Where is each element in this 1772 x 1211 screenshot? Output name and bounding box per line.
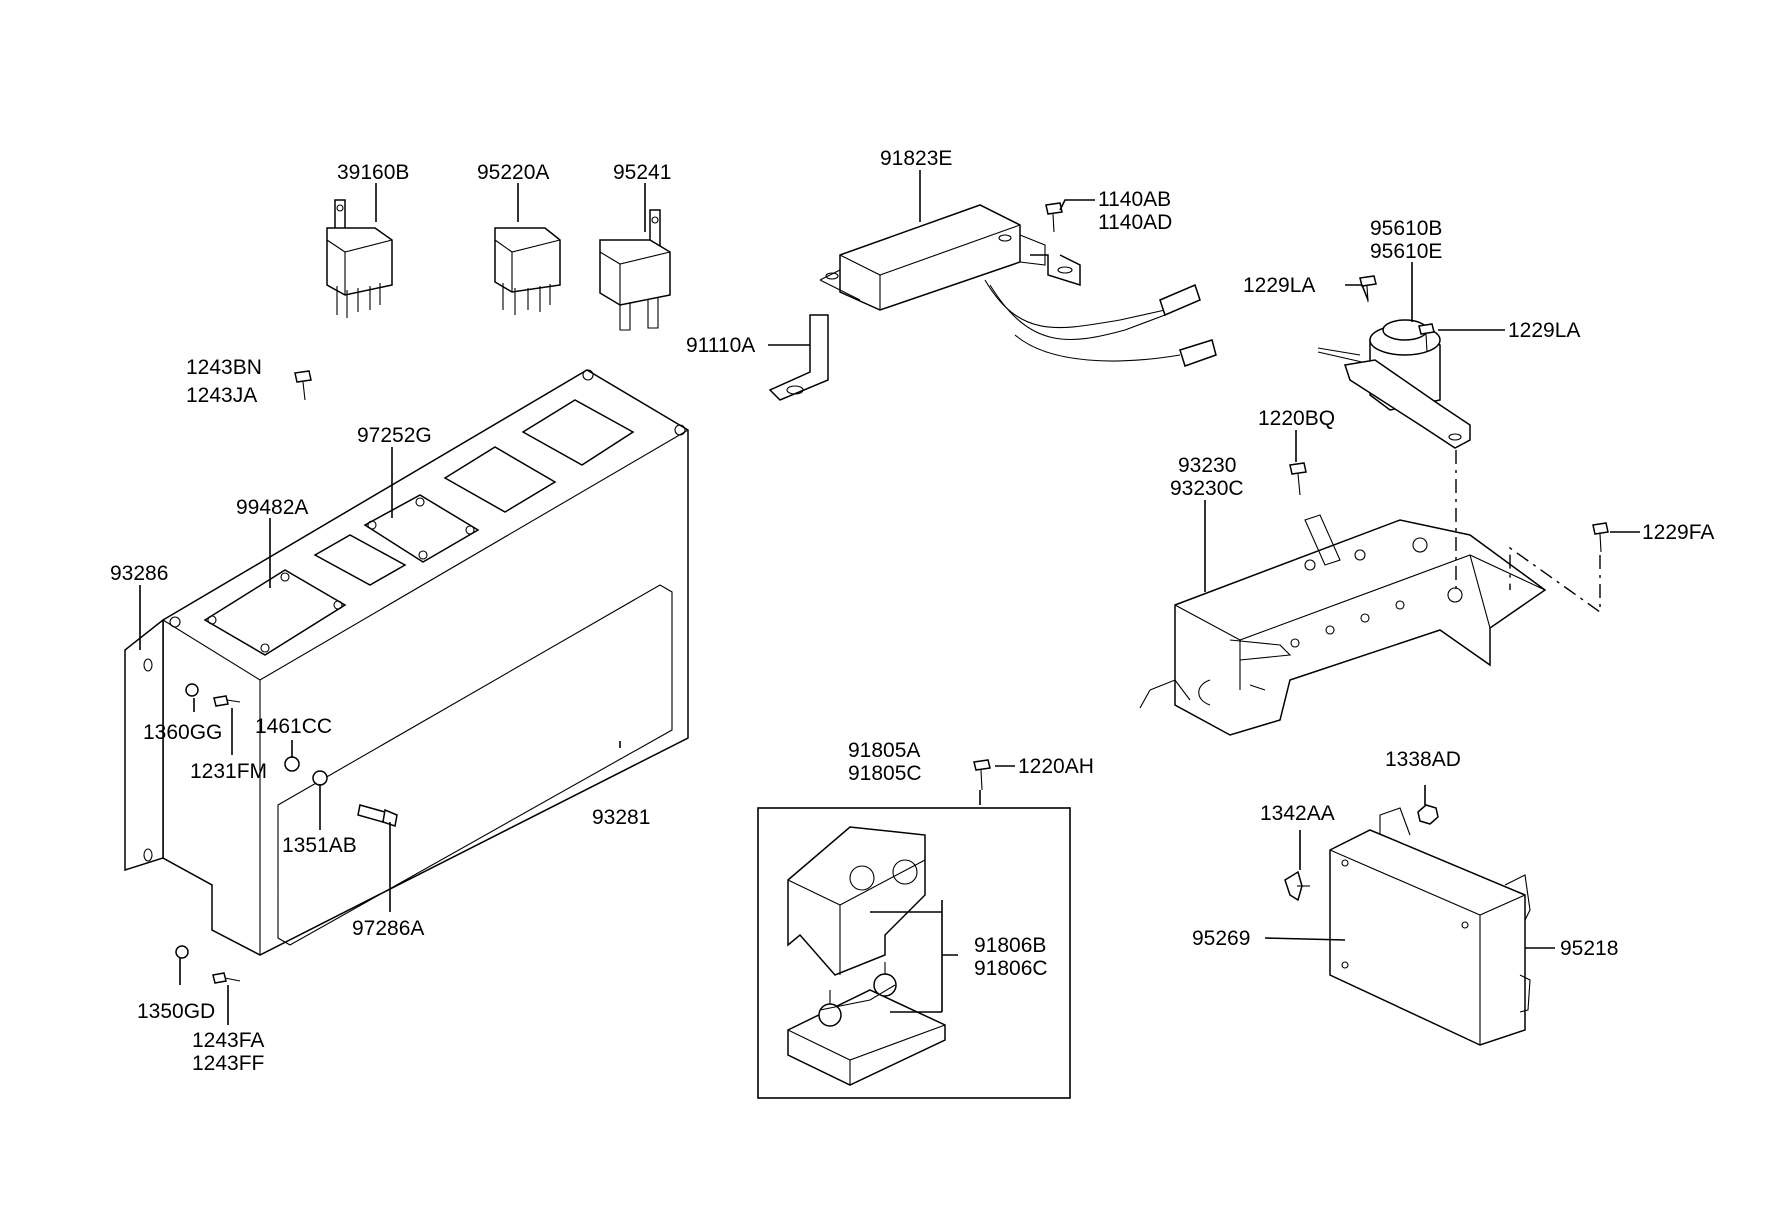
relay-95220A[interactable] [494, 227, 561, 315]
label-95610E: 95610E [1370, 240, 1442, 263]
nut-1338AD[interactable] [1417, 804, 1439, 825]
fuse-base-91806C[interactable] [787, 962, 946, 1086]
cover-small-3[interactable] [521, 399, 635, 466]
bracket-91110A[interactable] [768, 254, 1081, 401]
label-1140AB: 1140AB [1098, 188, 1171, 211]
washer-1351AB[interactable] [312, 770, 328, 786]
label-93230C: 93230C [1170, 477, 1244, 500]
label-97286A: 97286A [352, 917, 424, 940]
box-93281[interactable] [124, 369, 689, 956]
label-39160B: 39160B [337, 161, 409, 184]
screw-1229FA[interactable] [1592, 522, 1609, 553]
label-1243BN: 1243BN [186, 356, 262, 379]
label-95241: 95241 [613, 161, 671, 184]
relay-95241[interactable] [599, 209, 671, 331]
screw-1229LA-left[interactable] [1359, 275, 1377, 303]
screw-1243FA[interactable] [212, 972, 241, 984]
label-1351AB: 1351AB [282, 834, 357, 857]
label-91805A: 91805A [848, 739, 920, 762]
label-95269: 95269 [1192, 927, 1250, 950]
screw-1220AH[interactable] [973, 759, 991, 791]
cover-97252G[interactable] [363, 494, 480, 563]
washer-1350GD[interactable] [175, 945, 189, 959]
label-1229LA-left: 1229LA [1243, 274, 1315, 297]
label-1350GD: 1350GD [137, 1000, 215, 1023]
label-95218: 95218 [1560, 937, 1618, 960]
screw-1140AB[interactable] [1045, 202, 1063, 233]
label-1231FM: 1231FM [190, 760, 267, 783]
label-1243FA: 1243FA [192, 1029, 264, 1052]
label-99482A: 99482A [236, 496, 308, 519]
label-1220AH: 1220AH [1018, 755, 1094, 778]
cover-99482A[interactable] [203, 569, 347, 656]
screw-1243BN[interactable] [294, 370, 312, 401]
label-1461CC: 1461CC [255, 715, 332, 738]
clip-1342AA[interactable] [1284, 870, 1310, 902]
screw-1220BQ[interactable] [1289, 462, 1307, 496]
label-93286: 93286 [110, 562, 168, 585]
label-97252G: 97252G [357, 424, 432, 447]
label-1229LA-right: 1229LA [1508, 319, 1580, 342]
label-91110A: 91110A [686, 334, 755, 357]
label-1140AD: 1140AD [1098, 211, 1172, 234]
label-91806B: 91806B [974, 934, 1046, 957]
label-1243FF: 1243FF [192, 1052, 264, 1075]
control-unit-95218[interactable] [1329, 807, 1531, 1046]
label-93281: 93281 [592, 806, 650, 829]
fuse-assembly-frame [757, 807, 1071, 1099]
leader-lines [139, 170, 1640, 1025]
label-95610B: 95610B [1370, 217, 1442, 240]
label-1338AD: 1338AD [1385, 748, 1461, 771]
cover-small-1[interactable] [313, 534, 407, 586]
label-91805C: 91805C [848, 762, 922, 785]
screw-97286A[interactable] [357, 804, 398, 827]
label-1360GG: 1360GG [143, 721, 222, 744]
washer-1360GG[interactable] [185, 683, 199, 697]
screw-1229LA-right[interactable] [1418, 323, 1435, 353]
fuse-cover-91806B[interactable] [787, 826, 926, 976]
label-91823E: 91823E [880, 147, 952, 170]
label-1220BQ: 1220BQ [1258, 407, 1335, 430]
screw-1231FM[interactable] [213, 695, 241, 707]
cover-small-2[interactable] [443, 446, 557, 513]
label-1243JA: 1243JA [186, 384, 257, 407]
module-91823E[interactable] [819, 204, 1046, 311]
relay-39160B[interactable] [326, 199, 393, 318]
label-93230: 93230 [1178, 454, 1236, 477]
part-labels: 39160B 95220A 95241 91823E 1140AB 1140AD… [110, 147, 1714, 1075]
washer-1461CC[interactable] [284, 756, 300, 772]
label-1229FA: 1229FA [1642, 521, 1714, 544]
sensor-95610B[interactable] [1317, 319, 1471, 449]
wire-harness-91823E [984, 279, 1217, 367]
label-1342AA: 1342AA [1260, 802, 1335, 825]
label-95220A: 95220A [477, 161, 549, 184]
label-91806C: 91806C [974, 957, 1048, 980]
bracket-93230[interactable] [1139, 514, 1547, 736]
